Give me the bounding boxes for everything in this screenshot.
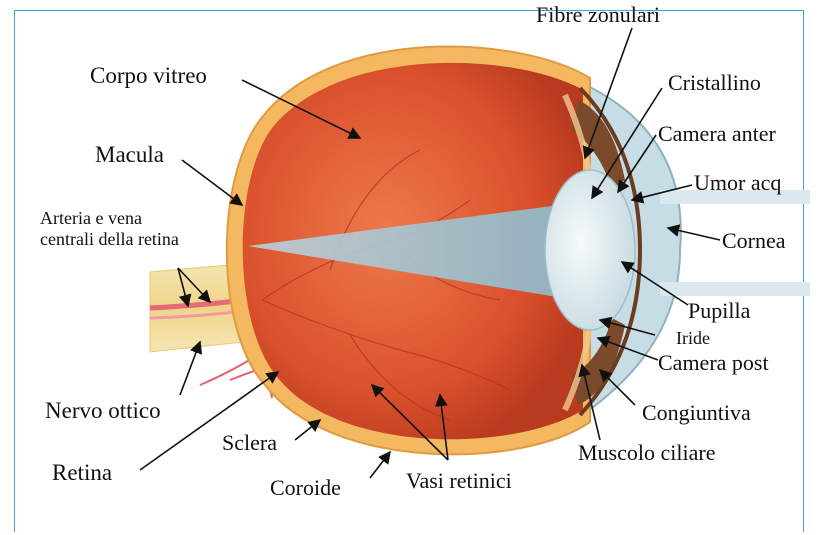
label-retina: Retina — [52, 460, 112, 485]
lens — [545, 170, 635, 330]
label-muscolo-ciliare: Muscolo ciliare — [578, 440, 715, 465]
label-fibre-zonulari: Fibre zonulari — [536, 2, 660, 27]
label-sclera: Sclera — [222, 430, 277, 455]
label-camera-posteriore: Camera post — [658, 350, 769, 375]
label-pupilla: Pupilla — [688, 298, 751, 323]
label-umor-acqueo: Umor acq — [694, 170, 781, 195]
label-cristallino: Cristallino — [668, 70, 761, 95]
label-coroide: Coroide — [270, 475, 341, 500]
label-iride: Iride — [676, 328, 710, 348]
label-cornea: Cornea — [722, 228, 786, 253]
label-arteria-vena-1: Arteria e vena — [40, 208, 142, 228]
label-arteria-vena-2: centrali della retina — [40, 229, 179, 249]
label-macula: Macula — [95, 142, 164, 167]
label-vasi-retinici: Vasi retinici — [406, 468, 512, 493]
label-nervo-ottico: Nervo ottico — [45, 398, 161, 423]
label-congiuntiva: Congiuntiva — [642, 400, 751, 425]
label-corpo-vitreo: Corpo vitreo — [90, 63, 207, 88]
label-camera-anteriore: Camera anter — [658, 121, 777, 146]
